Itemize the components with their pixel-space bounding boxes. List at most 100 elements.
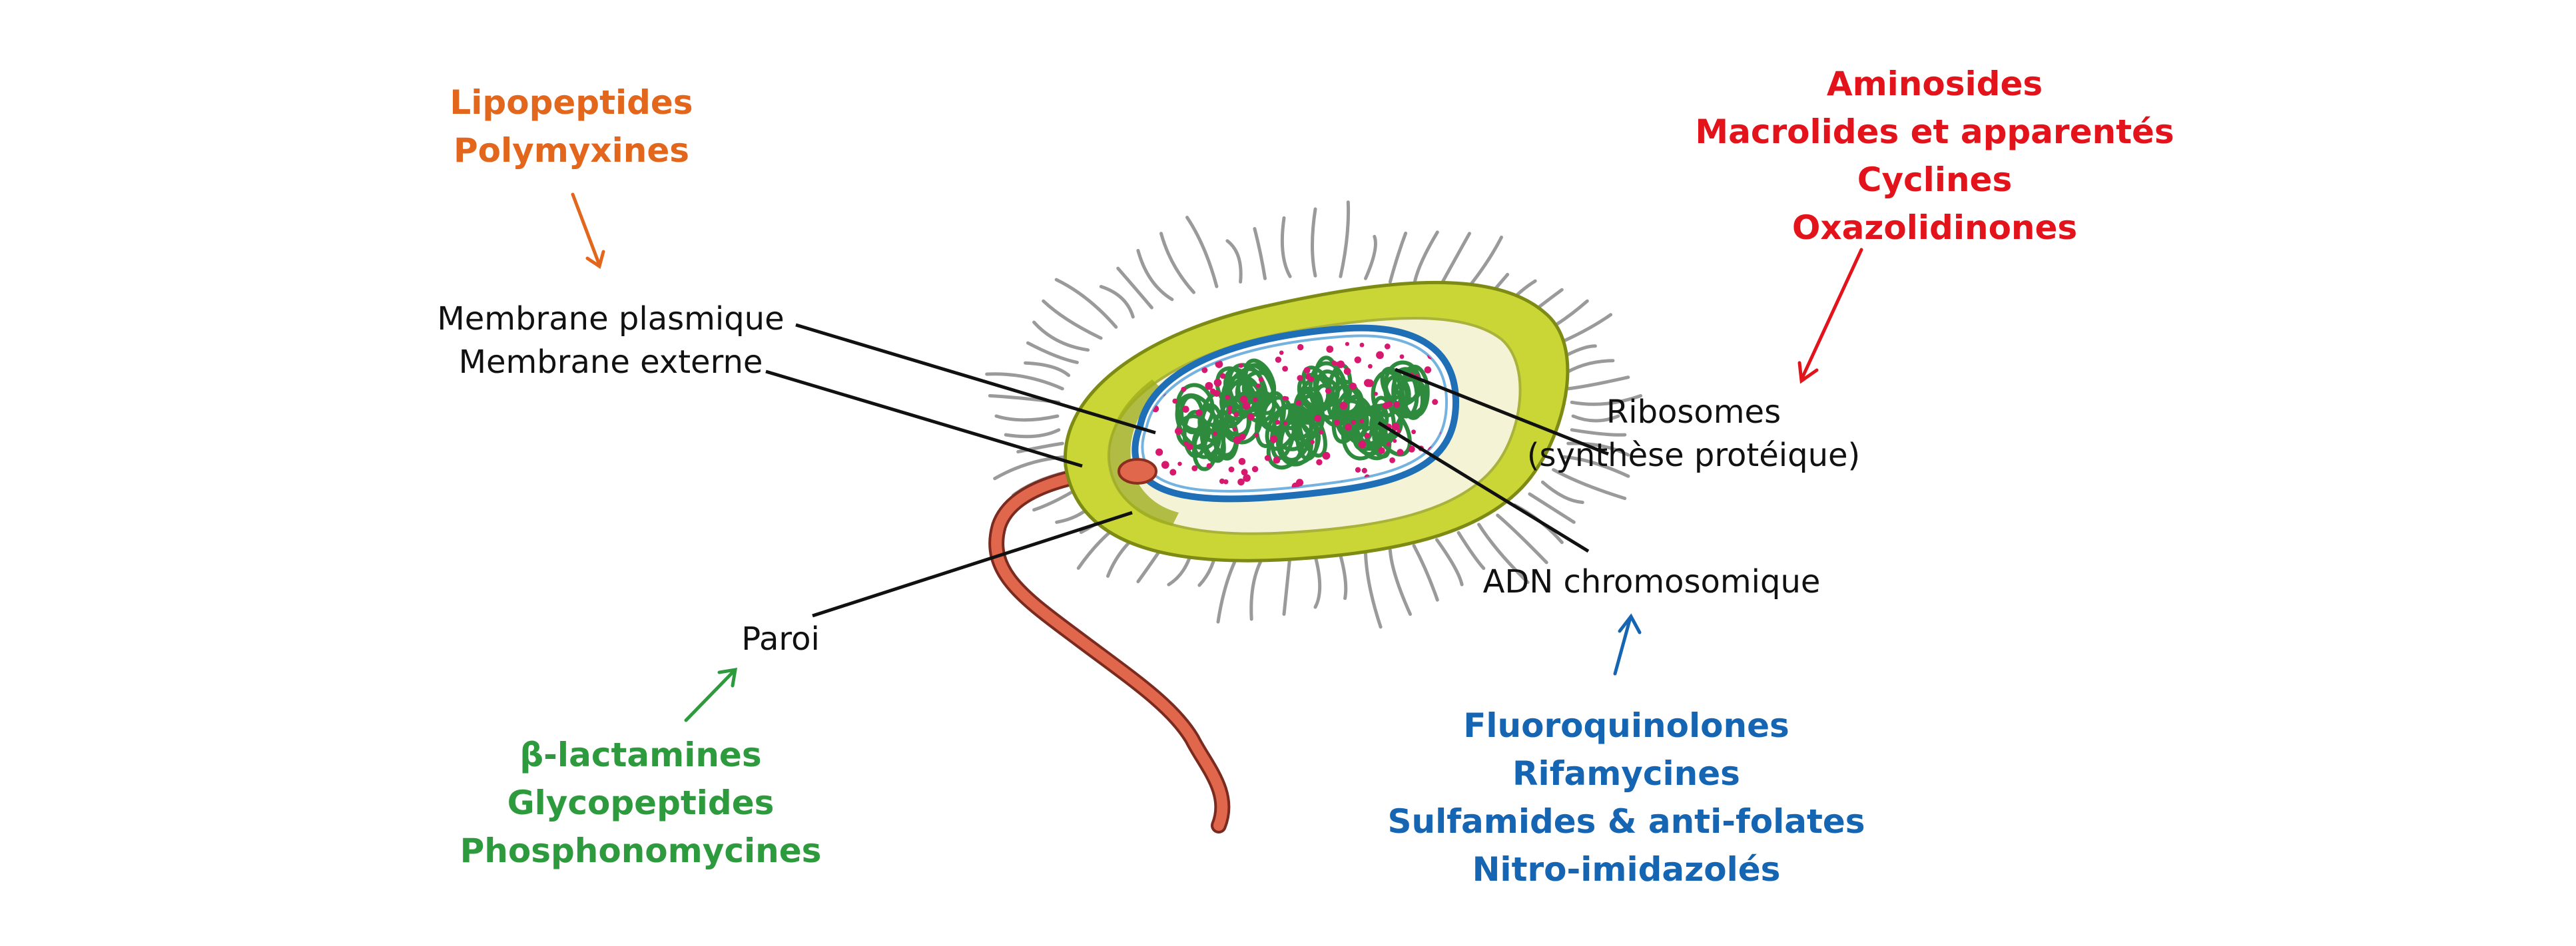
pilus (1016, 441, 1064, 454)
ribosome-dot (1373, 391, 1378, 396)
pilus (1054, 278, 1118, 329)
ribosome-dot (1206, 463, 1212, 469)
ribosome-dot (1343, 367, 1351, 375)
leader-ribosomes (1395, 367, 1609, 456)
label-ribosomes: Ribosomes (1606, 393, 1781, 431)
ribosome-dot (1228, 466, 1235, 473)
ribosome-dot (1253, 397, 1258, 403)
pilus (1026, 341, 1079, 364)
label-outer-membrane: Membrane externe (458, 344, 763, 381)
pilus (1528, 492, 1576, 524)
ribosome-dot (1215, 360, 1223, 368)
ribosome-dot (1397, 429, 1401, 433)
drug-phosphonomycines: Phosphonomycines (460, 831, 822, 870)
drug-polymyxines: Polymyxines (453, 131, 690, 170)
pilus (1570, 394, 1643, 406)
ribosome-dot (1306, 373, 1311, 378)
arrow-wall (684, 669, 736, 722)
pilus (1024, 361, 1071, 377)
ribosome-dot (1386, 401, 1393, 407)
ribosome-dot (1273, 457, 1281, 464)
ribosome-dot (1213, 378, 1222, 387)
pilus (1566, 441, 1630, 457)
ribosome-dot (1339, 401, 1348, 410)
pilus (1032, 320, 1090, 352)
pilus (1496, 513, 1548, 565)
label-dna: ADN chromosomique (1482, 563, 1821, 600)
ribosome-dot (1368, 363, 1373, 369)
ribosome-dot (1270, 435, 1278, 443)
ribosome-dot (1256, 383, 1261, 388)
ribosome-dot (1326, 346, 1334, 353)
pilus (1159, 232, 1195, 294)
pilus (1388, 231, 1408, 284)
ribosome-dot (1345, 342, 1349, 346)
ribosome-dot (1275, 419, 1281, 425)
pilus (1412, 544, 1439, 602)
ribosome-dot (1411, 429, 1417, 435)
ribosome-dot (1275, 356, 1282, 363)
ribosome-dot (1359, 342, 1365, 348)
ribosome-dot (1386, 442, 1391, 447)
pilus (1004, 428, 1061, 439)
ribosome-dot (1295, 399, 1302, 406)
pilus (1249, 552, 1267, 621)
ribosome-dot (1201, 367, 1208, 373)
pilus (1571, 414, 1620, 423)
pilus (1136, 248, 1174, 302)
ribosome-dot (1177, 461, 1182, 466)
pilus (1313, 555, 1322, 609)
ribosome-dot (1432, 399, 1439, 405)
pilus (1456, 531, 1486, 571)
drug-beta-lactamines: β-lactamines (519, 736, 762, 774)
drug-nitro-imidazoles: Nitro-imidazolés (1472, 850, 1781, 889)
pilus (1566, 375, 1630, 391)
pilus (1435, 538, 1464, 587)
ribosome-dot (1233, 427, 1237, 431)
pilus (1339, 554, 1348, 600)
leader-plasma-membrane (795, 323, 1156, 435)
ribosome-dot (1243, 474, 1251, 482)
ribosome-dot (1241, 469, 1248, 476)
drug-sulfamides: Sulfamides & anti-folates (1387, 802, 1865, 841)
pilus (1560, 359, 1615, 377)
wall-drug-group: β-lactamines Glycopeptides Phosphonomyci… (460, 731, 822, 875)
pilus (985, 372, 1064, 391)
membrane-drug-group: Lipopeptides Polymyxines (450, 79, 693, 174)
ribosome-dot (1258, 377, 1264, 382)
ribosome-dot (1219, 373, 1226, 379)
pilus (1042, 299, 1103, 340)
ribosome-dot (1408, 445, 1415, 453)
ribosome-dot (1391, 423, 1400, 431)
ribosome-dot (1239, 433, 1246, 441)
ribosome-dot (1239, 363, 1243, 368)
ribosome-dot (1303, 367, 1311, 373)
pilus (1540, 480, 1584, 505)
arrow-ribosomes (1799, 248, 1863, 381)
pilus (994, 414, 1060, 422)
ribosome-dot (1161, 461, 1169, 469)
dna-drug-group: Fluoroquinolones Rifamycines Sulfamides … (1387, 702, 1865, 893)
pilus (1570, 428, 1627, 437)
ribosome-dot (1399, 354, 1405, 359)
ribosome-dot (1213, 431, 1217, 436)
ribosome-dot (1282, 365, 1288, 372)
pilus (1280, 216, 1292, 278)
ribosome-dot (1358, 440, 1367, 449)
ribosome-dot (1364, 379, 1372, 387)
ribosome-dot (1384, 344, 1391, 350)
pilus (1116, 266, 1153, 310)
ribosome-dot (1209, 388, 1216, 395)
ribosome-dot (1191, 465, 1198, 471)
ribosome-dot (1240, 395, 1248, 403)
drug-oxazolidinones: Oxazolidinones (1791, 208, 2078, 247)
label-plasma-membrane: Membrane plasmique (437, 300, 785, 338)
ribosome-dot (1219, 478, 1225, 485)
ribosome-drug-group: Aminosides Macrolides et apparentés Cycl… (1695, 60, 2174, 252)
ribosome-dot (1186, 443, 1193, 451)
ribosome-dot (1279, 350, 1284, 355)
ribosome-dot (1175, 427, 1182, 435)
label-wall: Paroi (741, 620, 820, 658)
ribosome-dot (1310, 439, 1315, 445)
